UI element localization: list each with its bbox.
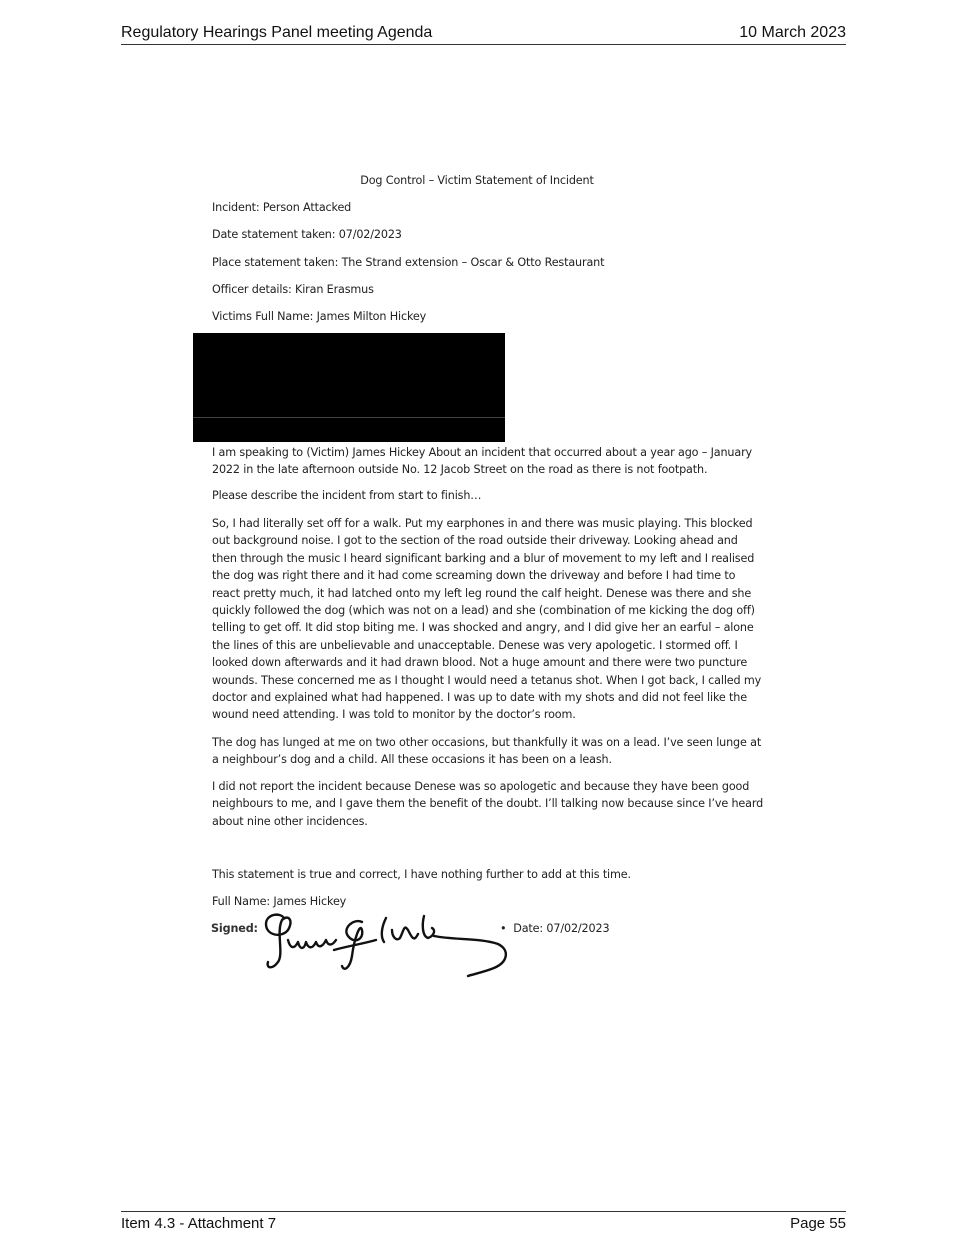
header-title: Regulatory Hearings Panel meeting Agenda — [121, 24, 433, 41]
other-occasions-paragraph: The dog has lunged at me on two other oc… — [212, 734, 762, 769]
text-line: The dog has lunged at me on two other oc… — [212, 736, 762, 749]
text-line: wound need attending. I was told to moni… — [212, 708, 576, 722]
text-line: quickly followed the dog (which was not … — [212, 604, 755, 618]
intro-paragraph: I am speaking to (Victim) James Hickey A… — [212, 444, 757, 479]
text-line: looked down afterwards and it had drawn … — [212, 656, 748, 670]
signed-label: Signed: — [211, 922, 258, 935]
declaration-line: This statement is true and correct, I ha… — [212, 868, 631, 881]
page-footer: Item 4.3 - Attachment 7 Page 55 — [121, 1211, 846, 1236]
victim-name-field: Victims Full Name: James Milton Hickey — [212, 310, 427, 323]
place-taken-field: Place statement taken: The Strand extens… — [212, 256, 605, 269]
handwritten-signature — [258, 910, 520, 984]
statement-title: Dog Control – Victim Statement of Incide… — [360, 174, 594, 187]
text-line: a neighbour’s dog and a child. All these… — [212, 753, 612, 767]
text-line: the dog was right there and it had come … — [212, 569, 736, 583]
signed-date: • Date: 07/02/2023 — [500, 922, 610, 935]
text-line: I am speaking to (Victim) James Hickey A… — [212, 446, 752, 459]
text-line: So, I had literally set off for a walk. … — [212, 517, 753, 530]
text-line: I did not report the incident because De… — [212, 780, 750, 793]
text-line: out background noise. I got to the secti… — [212, 534, 738, 548]
text-line: neighbours to me, and I gave them the be… — [212, 797, 764, 811]
text-line: react pretty much, it had latched onto m… — [212, 586, 752, 600]
header-date: 10 March 2023 — [739, 24, 846, 41]
text-line: 2022 in the late afternoon outside No. 1… — [212, 463, 708, 477]
incident-field: Incident: Person Attacked — [212, 201, 352, 214]
redaction-block — [193, 333, 505, 442]
report-paragraph: I did not report the incident because De… — [212, 778, 764, 830]
footer-item: Item 4.3 - Attachment 7 — [121, 1215, 277, 1232]
signed-date-text: Date: 07/02/2023 — [513, 922, 610, 935]
account-paragraph: So, I had literally set off for a walk. … — [212, 515, 762, 724]
text-line: then through the music I heard significa… — [212, 551, 755, 565]
text-line: about nine other incidences. — [212, 814, 368, 828]
date-taken-field: Date statement taken: 07/02/2023 — [212, 228, 402, 241]
text-line: wounds. These concerned me as I thought … — [212, 673, 762, 687]
officer-field: Officer details: Kiran Erasmus — [212, 283, 374, 296]
text-line: doctor and explained what had happened. … — [212, 691, 747, 705]
footer-page-number: Page 55 — [790, 1215, 846, 1232]
page-header: Regulatory Hearings Panel meeting Agenda… — [121, 22, 846, 45]
text-line: telling to get off. It did stop biting m… — [212, 621, 754, 635]
full-name-field: Full Name: James Hickey — [212, 895, 347, 908]
text-line: the lines of this are unbelievable and u… — [212, 638, 738, 652]
prompt-line: Please describe the incident from start … — [212, 489, 482, 502]
